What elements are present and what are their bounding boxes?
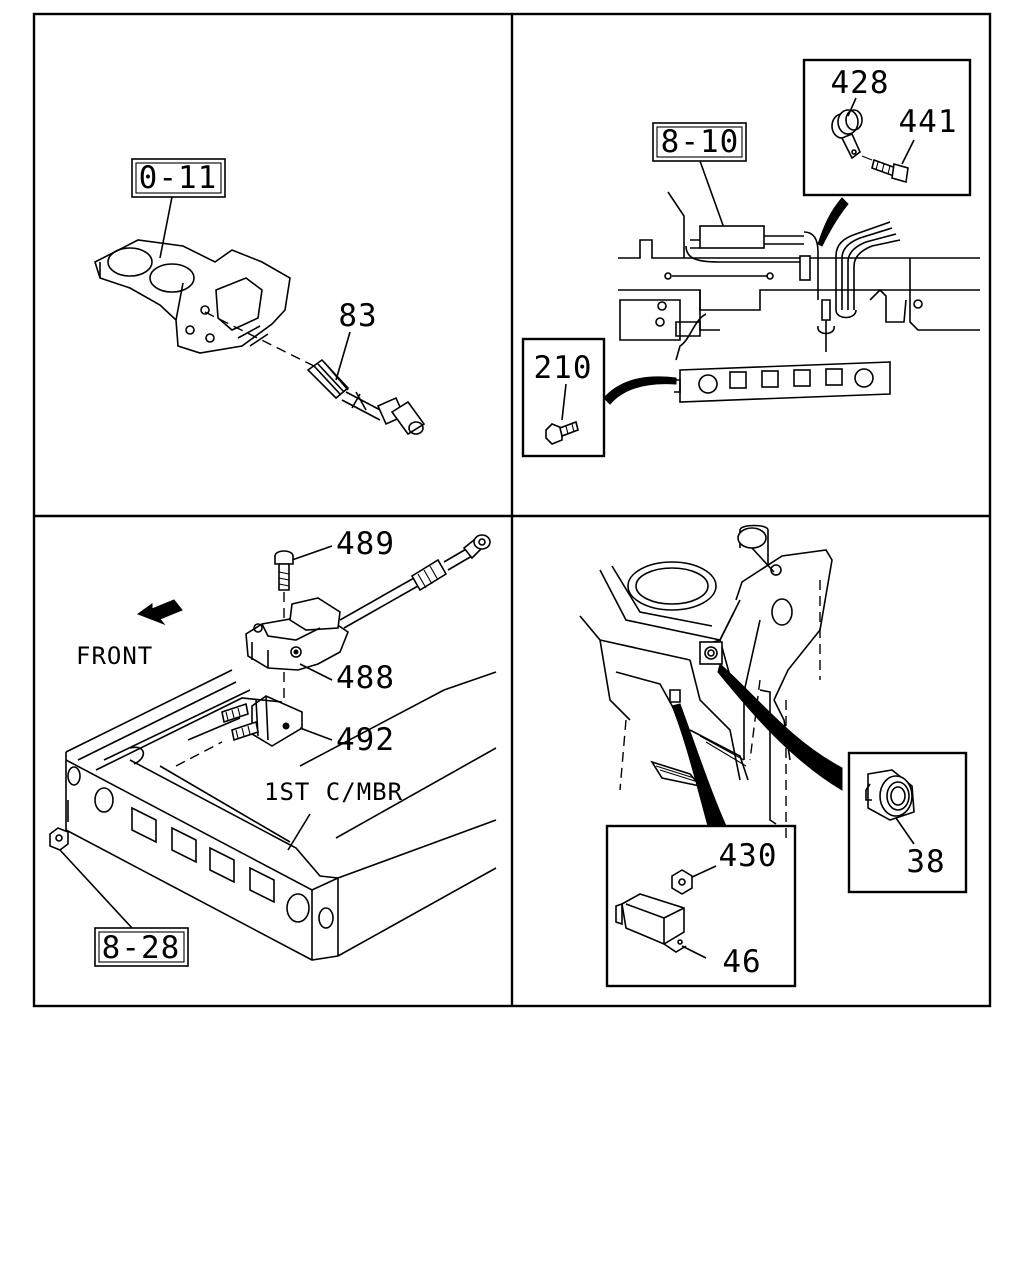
actuator-part-488[interactable] [245,597,349,671]
diagram-frame [32,12,992,1008]
inset-box-210: 210 [521,337,606,458]
nut-part-430[interactable] [671,869,693,895]
grommet-part-38[interactable] [865,769,915,821]
panel-top-right: 8-10 [521,58,980,458]
sensor-part-83[interactable] [306,358,426,436]
clip-part-428[interactable] [831,109,863,160]
sensor-mount-line [204,311,319,369]
bolt-part-210[interactable] [545,420,579,445]
callout-492: 492 [336,722,395,758]
inset-pointer-210 [603,376,677,405]
svg-text:8-10: 8-10 [661,124,740,160]
bolt-part-489[interactable] [274,550,294,591]
inset-pointer-430 [671,703,727,827]
inset-box-38: 38 [847,751,968,894]
inset-pointer-428 [817,197,849,247]
callout-441: 441 [899,104,958,140]
callout-428: 428 [831,65,890,101]
panel-bottom-left: FRONT 489 [49,526,497,967]
bolt-part-441[interactable] [861,155,909,184]
svg-text:8-28: 8-28 [102,930,181,966]
callout-46: 46 [722,944,761,980]
callout-38: 38 [906,844,945,880]
inset-box-428-441: 428 441 [802,58,972,197]
inset-pointer-38 [717,663,843,791]
engine-block-illustration [94,239,291,354]
panel-top-left: 0-11 83 [94,158,426,436]
panel-bottom-right: 38 430 46 [579,524,968,988]
cab-interior-illustration [579,524,833,840]
bracket-part-492[interactable] [221,695,303,747]
callout-430: 430 [719,838,778,874]
ref-box-8-10[interactable]: 8-10 [652,122,747,162]
callout-489: 489 [336,526,395,562]
nut-part[interactable] [49,827,69,851]
front-arrow-icon [136,599,183,626]
member-label: 1ST C/MBR [264,778,403,806]
inset-box-430-46: 430 46 [605,824,797,988]
callout-210: 210 [534,350,593,386]
front-label: FRONT [76,642,153,670]
svg-text:0-11: 0-11 [139,160,218,196]
ref-box-8-28[interactable]: 8-28 [94,927,189,967]
crossmember-illustration [65,669,497,961]
actuator-cable-assembly[interactable] [339,534,491,629]
chassis-illustration [618,191,980,403]
callout-488: 488 [336,660,395,696]
relay-part-46[interactable] [615,893,687,953]
ref-box-0-11[interactable]: 0-11 [131,158,226,198]
callout-83: 83 [338,298,377,334]
